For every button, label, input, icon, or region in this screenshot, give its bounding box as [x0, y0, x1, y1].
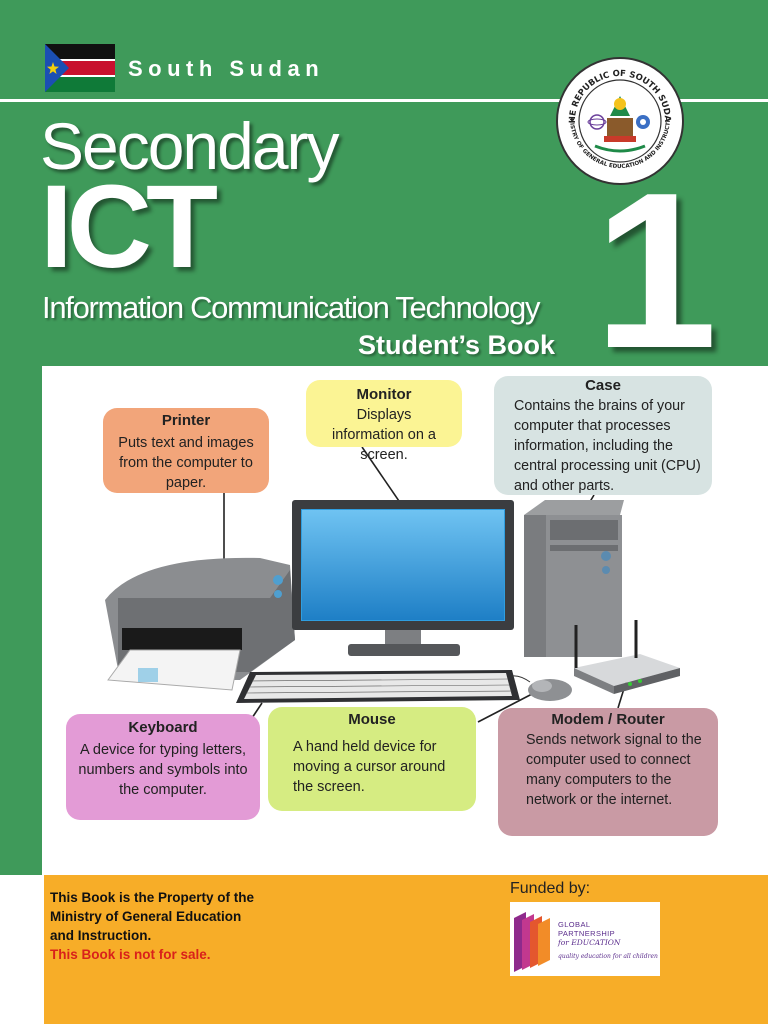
mouse-callout: Mouse A hand held device for moving a cu…: [268, 707, 476, 811]
modem-router-heading: Modem / Router: [551, 711, 665, 728]
monitor-callout: Monitor Displays information on a screen…: [306, 380, 462, 463]
keyboard-icon: [236, 670, 520, 703]
printer-callout: Printer Puts text and images from the co…: [103, 408, 269, 493]
computer-illustration: [105, 446, 680, 723]
keyboard-description: A device for typing letters, numbers and…: [78, 742, 248, 798]
keyboard-callout: Keyboard A device for typing letters, nu…: [66, 714, 260, 820]
keyboard-heading: Keyboard: [128, 719, 198, 736]
south-sudan-flag-icon: [45, 44, 115, 92]
case-callout: Case Contains the brains of your compute…: [494, 376, 712, 495]
title-students-book: Student’s Book: [358, 330, 556, 360]
footer-left-margin: [0, 875, 44, 1024]
monitor-icon: [292, 500, 514, 656]
modem-router-description: Sends network signal to the computer use…: [526, 732, 702, 808]
grade-number: 1: [594, 147, 718, 395]
title-secondary: Secondary: [40, 109, 340, 183]
title-ict: ICT: [40, 161, 218, 293]
ownership-notice: This Book is the Property of the Ministr…: [50, 888, 254, 964]
not-for-sale-notice: This Book is not for sale.: [50, 947, 211, 962]
country-name: South Sudan: [128, 56, 325, 81]
funded-by-label: Funded by:: [510, 880, 591, 897]
mouse-icon: [511, 675, 572, 701]
ownership-line-2: Ministry of General Education: [50, 909, 242, 924]
case-description: Contains the brains of your computer tha…: [514, 398, 701, 494]
ownership-line-1: This Book is the Property of the: [50, 890, 255, 905]
printer-description: Puts text and images from the computer t…: [118, 435, 254, 491]
gpe-book-icon: [514, 912, 550, 972]
title-subtitle: Information Communication Technology: [42, 290, 540, 325]
case-icon: [524, 500, 624, 657]
mouse-heading: Mouse: [348, 711, 396, 728]
mouse-description: A hand held device for moving a cursor a…: [293, 739, 446, 795]
router-icon: [574, 620, 680, 694]
printer-icon: [105, 557, 295, 691]
modem-router-callout: Modem / Router Sends network signal to t…: [498, 708, 718, 836]
monitor-heading: Monitor: [356, 386, 412, 403]
header-rule: [0, 99, 768, 102]
ownership-line-3: and Instruction.: [50, 928, 152, 943]
printer-heading: Printer: [161, 412, 211, 429]
gpe-tagline: quality education for all children: [558, 953, 658, 960]
gpe-logo: GLOBAL PARTNERSHIP for EDUCATION quality…: [510, 902, 660, 976]
monitor-description: Displays information on a screen.: [332, 407, 436, 463]
gpe-wordmark: GLOBAL PARTNERSHIP for EDUCATION: [558, 920, 621, 947]
case-heading: Case: [585, 377, 621, 394]
